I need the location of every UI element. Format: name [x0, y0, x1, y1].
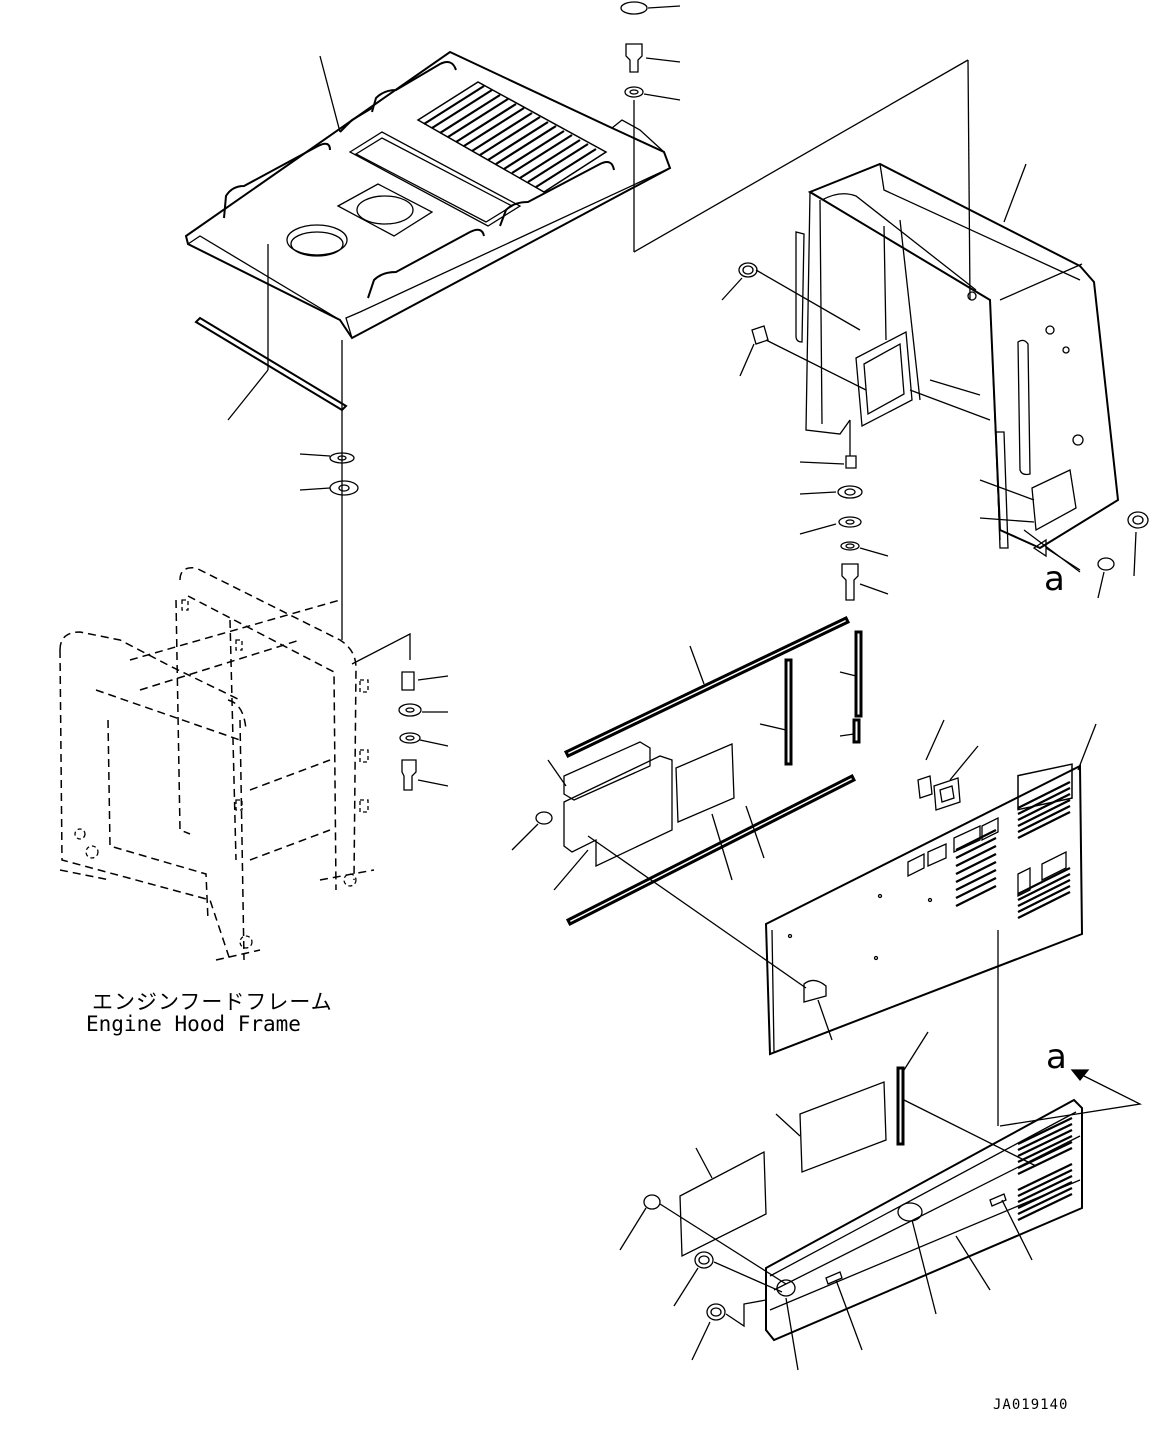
frame-label-japanese: エンジンフードフレーム	[92, 990, 333, 1014]
frame-bolt-stack	[351, 632, 449, 791]
washer-stack-left	[299, 340, 359, 640]
engine-hood-top	[184, 50, 672, 340]
foam-seals-middle	[511, 616, 863, 989]
view-arrow-lower	[999, 1069, 1143, 1127]
view-marker-a-upper: a	[1044, 559, 1065, 599]
frame-label-english: Engine Hood Frame	[86, 1012, 301, 1036]
engine-hood-frame	[59, 567, 375, 961]
engine-hood-frame-details	[74, 599, 369, 949]
hood-seal-strip	[194, 244, 348, 421]
rear-hood-enclosure	[795, 162, 1120, 573]
enclosure-fasteners	[721, 262, 1149, 599]
enclosure-bolt-stack	[799, 420, 889, 601]
side-door-panel	[764, 719, 1097, 1126]
drawing-code: JA019140	[993, 1397, 1069, 1413]
top-bolt-stack	[620, 1, 971, 301]
lower-front-panel	[619, 1031, 1083, 1371]
view-marker-a-lower: a	[1046, 1037, 1067, 1077]
